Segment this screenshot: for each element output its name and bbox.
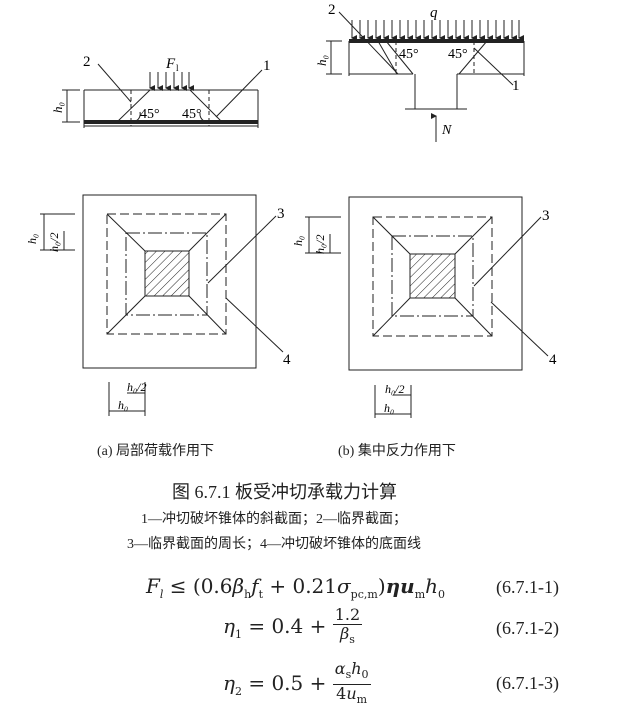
equation-3-number: (6.7.1-3) — [496, 673, 559, 693]
callout-1-a: 1 — [263, 58, 271, 74]
subcaption-b: (b) 集中反力作用下 — [338, 444, 456, 459]
legend-line-2: 3—临界截面的周长；4—冲切破坏锥体的底面线 — [127, 537, 421, 552]
equation-1-number: (6.7.1-1) — [496, 577, 559, 597]
dim-h0-a-bottom: h₀ — [118, 398, 128, 412]
plan-b — [305, 196, 549, 418]
callout-3-a: 3 — [277, 206, 285, 222]
equation-2-number: (6.7.1-2) — [496, 618, 559, 638]
load-label-b: q — [430, 5, 438, 21]
section-b — [326, 11, 525, 142]
angle-right-b: 45° — [448, 47, 468, 62]
dim-h0-half-b-bottom: h₀/2 — [385, 382, 405, 396]
h0-label-b: h₀ — [314, 55, 329, 66]
plan-a — [40, 194, 284, 416]
dim-h0-half-a-left: h₀/2 — [47, 232, 61, 252]
figure-drawings: 2 1 F l 45° 45° h₀ — [25, 2, 557, 418]
section-a — [62, 63, 263, 128]
callout-4-a: 4 — [283, 352, 291, 368]
equation-1: Fl ≤ (0.6βhft + 0.21σpc,m)ηumh0 — [146, 574, 446, 601]
dim-h0-b-bottom: h₀ — [384, 401, 394, 415]
callout-3-b: 3 — [542, 208, 550, 224]
dim-h0-half-a-bottom: h₀/2 — [127, 380, 147, 394]
angle-left-a: 45° — [140, 107, 160, 122]
callout-1-b: 1 — [512, 78, 520, 94]
callout-2-b: 2 — [328, 2, 336, 18]
h0-label-a: h₀ — [50, 102, 65, 113]
load-label-a: F — [165, 56, 176, 72]
subcaption-a: (a) 局部荷载作用下 — [97, 444, 215, 459]
figure-title: 图 6.7.1 板受冲切承载力计算 — [172, 482, 397, 502]
reaction-label-b: N — [441, 123, 452, 138]
dim-h0-b-left: h₀ — [291, 236, 305, 246]
dim-h0-a-left: h₀ — [25, 234, 39, 244]
callout-4-b: 4 — [549, 352, 557, 368]
dim-h0-half-b-left: h₀/2 — [313, 234, 327, 254]
angle-left-b: 45° — [399, 47, 419, 62]
load-sub-a: l — [176, 63, 179, 73]
distributed-load-arrows — [351, 20, 524, 41]
angle-right-a: 45° — [182, 107, 202, 122]
callout-2-a: 2 — [83, 54, 91, 70]
legend-line-1: 1—冲切破坏锥体的斜截面；2—临界截面； — [141, 512, 407, 527]
